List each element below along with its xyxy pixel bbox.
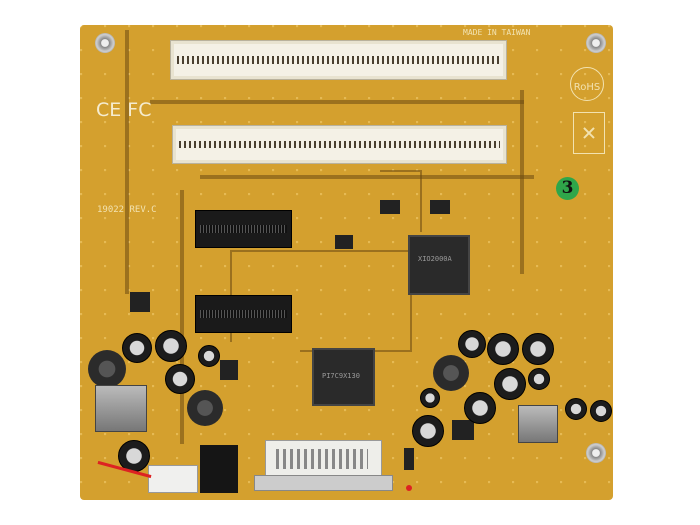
screw-hole-icon <box>586 443 606 463</box>
capacitor <box>487 333 519 365</box>
trace <box>300 260 412 352</box>
trace <box>150 100 524 104</box>
pci-slot-1[interactable] <box>170 40 507 80</box>
pci-slot-2[interactable] <box>172 125 507 164</box>
capacitor <box>198 345 220 367</box>
smd-chip <box>335 235 353 249</box>
led-indicator <box>406 485 412 491</box>
trace <box>380 170 422 232</box>
voltage-regulator <box>95 385 147 432</box>
slot-number-badge: 3 <box>556 177 579 200</box>
bridge-chip-upper: XIO2000A <box>408 235 470 295</box>
pcie-slot-2[interactable] <box>195 295 292 333</box>
revision-label: 19022 REV.C <box>97 205 157 215</box>
chip-label: XIO2000A <box>418 255 452 263</box>
capacitor <box>528 368 550 390</box>
capacitor <box>165 364 195 394</box>
pcb-board <box>80 25 613 500</box>
trace <box>125 30 129 294</box>
capacitor <box>522 333 554 365</box>
capacitor <box>412 415 444 447</box>
dvi-connector[interactable] <box>254 440 393 491</box>
screw-hole-icon <box>586 33 606 53</box>
pcie-slot-1[interactable] <box>195 210 292 248</box>
weee-bin-icon: ✕ <box>573 112 605 154</box>
smd-chip <box>452 420 474 440</box>
power-connector[interactable] <box>148 465 198 493</box>
capacitor <box>494 368 526 400</box>
connector-pins <box>276 449 368 469</box>
capacitor <box>458 330 486 358</box>
rohs-label: RoHS <box>573 82 601 93</box>
screw-hole-icon <box>95 33 115 53</box>
ce-fcc-icon: CE FC <box>96 99 152 121</box>
capacitor <box>464 392 496 424</box>
smd-chip <box>380 200 400 214</box>
made-in-label: MADE IN TAIWAN <box>463 28 531 37</box>
capacitor <box>155 330 187 362</box>
inductor <box>88 350 126 388</box>
smd-chip <box>220 360 238 380</box>
rohs-icon: RoHS <box>570 67 604 101</box>
inductor <box>187 390 223 426</box>
inductor <box>433 355 469 391</box>
led <box>404 448 414 470</box>
bridge-chip-lower: PI7C9X130 <box>312 348 375 406</box>
trace <box>520 90 524 274</box>
chip-label: PI7C9X130 <box>322 372 360 380</box>
capacitor <box>565 398 587 420</box>
trace <box>200 175 534 179</box>
capacitor <box>122 333 152 363</box>
voltage-regulator <box>518 405 558 443</box>
connector-housing <box>254 475 393 491</box>
smd-chip <box>130 292 150 312</box>
capacitor <box>590 400 612 422</box>
smd-chip <box>430 200 450 214</box>
trace <box>180 190 184 444</box>
power-jack[interactable] <box>200 445 238 493</box>
capacitor <box>420 388 440 408</box>
